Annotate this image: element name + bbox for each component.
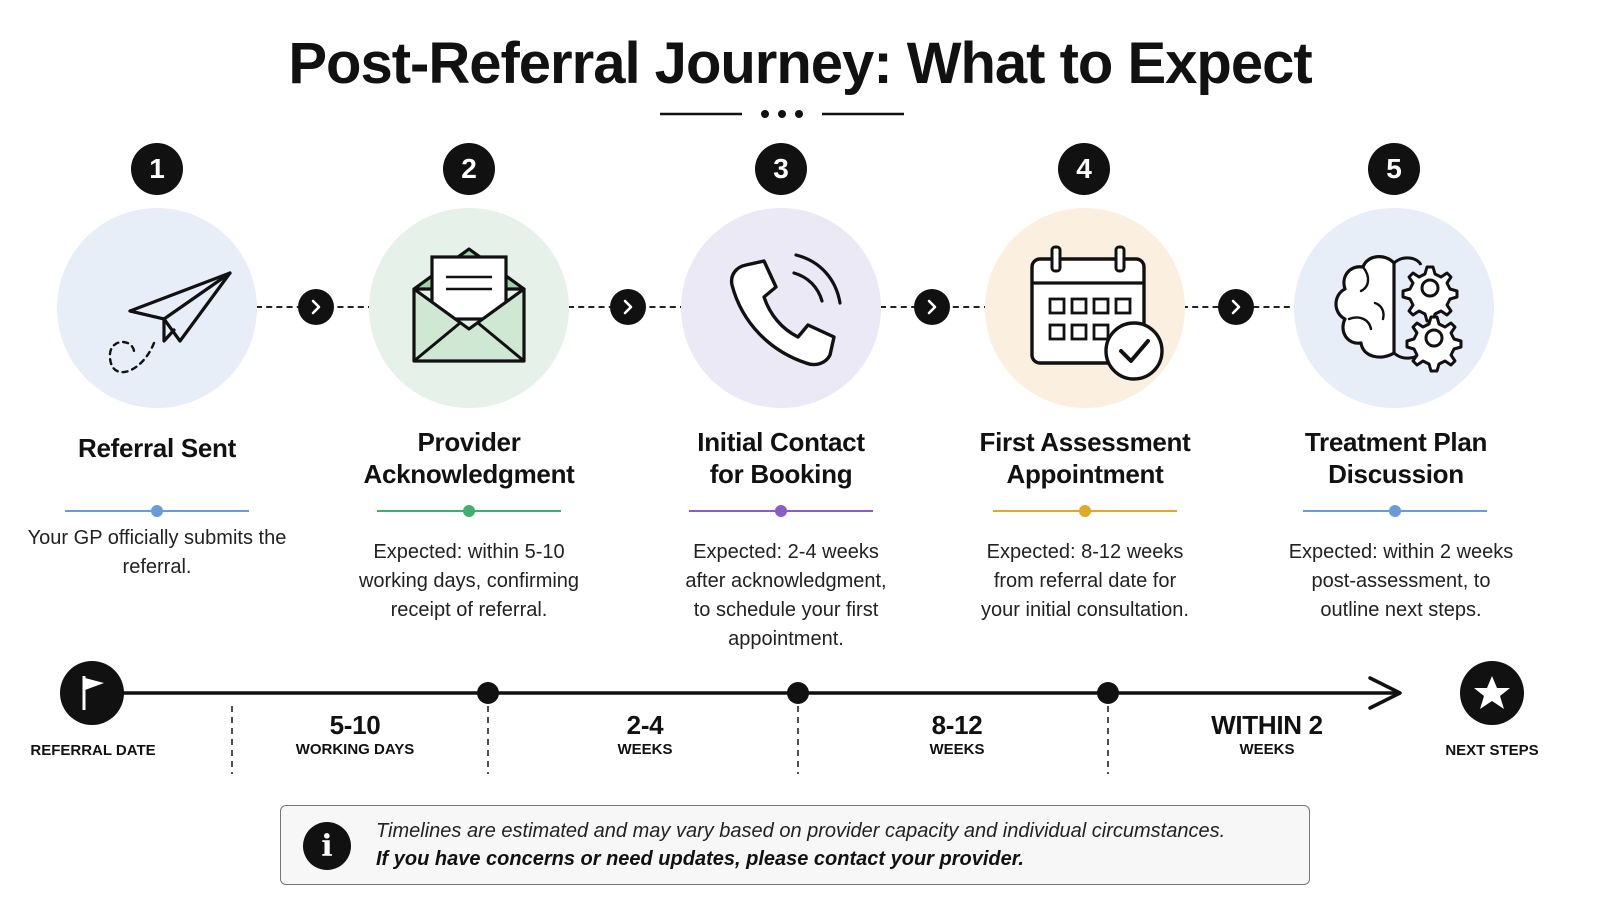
step-number-3: 3 (755, 143, 807, 195)
timeline-start-label: REFERRAL DATE (30, 742, 156, 759)
notice-line-2: If you have concerns or need updates, pl… (376, 848, 1024, 870)
step-divider-5 (1303, 505, 1487, 517)
timeline-marker (787, 682, 809, 704)
step-icon-circle-5 (1294, 208, 1494, 408)
notice-line-1: Timelines are estimated and may vary bas… (376, 820, 1226, 842)
brain-gears-icon (1334, 255, 1463, 373)
phone-icon (729, 253, 842, 367)
paper-plane-icon (108, 271, 232, 374)
timeline-segment-value: 2-4 (626, 710, 664, 740)
timeline-segment-value: 5-10 (329, 710, 381, 740)
chevron-right-icon (1218, 289, 1254, 325)
timeline-end-label: NEXT STEPS (1445, 742, 1539, 759)
step-title-5: Treatment Plan Discussion (1304, 427, 1488, 489)
title-divider (660, 110, 904, 118)
timeline-segment-unit: WEEKS (1239, 741, 1295, 758)
step-description-5: Expected: within 2 weeks post-assessment… (1288, 541, 1514, 621)
flag-icon (60, 661, 124, 725)
step-title-3: Initial Contact for Booking (697, 427, 865, 489)
step-icon-circle-4 (985, 208, 1185, 408)
timeline-axis (60, 661, 1524, 774)
timeline-segment-value: WITHIN 2 (1211, 710, 1323, 740)
envelope-icon (412, 247, 526, 363)
calendar-check-icon (1030, 245, 1164, 381)
step-description-4: Expected: 8-12 weeks from referral date … (981, 541, 1189, 621)
page-title: Post-Referral Journey: What to Expect (288, 31, 1312, 96)
step-description-3: Expected: 2-4 weeks after acknowledgment… (685, 541, 887, 650)
timeline-marker (1097, 682, 1119, 704)
timeline-segment-unit: WEEKS (929, 741, 985, 758)
timeline-marker (477, 682, 499, 704)
step-description-2: Expected: within 5-10 working days, conf… (358, 541, 580, 621)
timeline-segment-unit: WORKING DAYS (295, 741, 415, 758)
timeline-segment-value: 8-12 (931, 710, 983, 740)
step-description-1: Your GP officially submits the referral. (27, 527, 287, 578)
step-number-2: 2 (443, 143, 495, 195)
chevron-right-icon (298, 289, 334, 325)
chevron-right-icon (610, 289, 646, 325)
step-title-2: Provider Acknowledgment (363, 427, 575, 489)
step-number-4: 4 (1058, 143, 1110, 195)
timeline-segment-unit: WEEKS (617, 741, 673, 758)
step-title-1: Referral Sent (78, 433, 236, 463)
step-icon-circle-3 (681, 208, 881, 408)
step-divider-4 (993, 505, 1177, 517)
star-icon (1460, 661, 1524, 725)
step-number-1: 1 (131, 143, 183, 195)
step-icon-circle-2 (369, 208, 569, 408)
step-divider-1 (65, 505, 249, 517)
info-icon: i (303, 822, 351, 870)
step-number-5: 5 (1368, 143, 1420, 195)
step-divider-2 (377, 505, 561, 517)
step-icon-circle-1 (57, 208, 257, 408)
step-divider-3 (689, 505, 873, 517)
disclaimer-notice: i Timelines are estimated and may vary b… (280, 805, 1310, 885)
chevron-right-icon (914, 289, 950, 325)
step-title-4: First Assessment Appointment (979, 427, 1191, 489)
